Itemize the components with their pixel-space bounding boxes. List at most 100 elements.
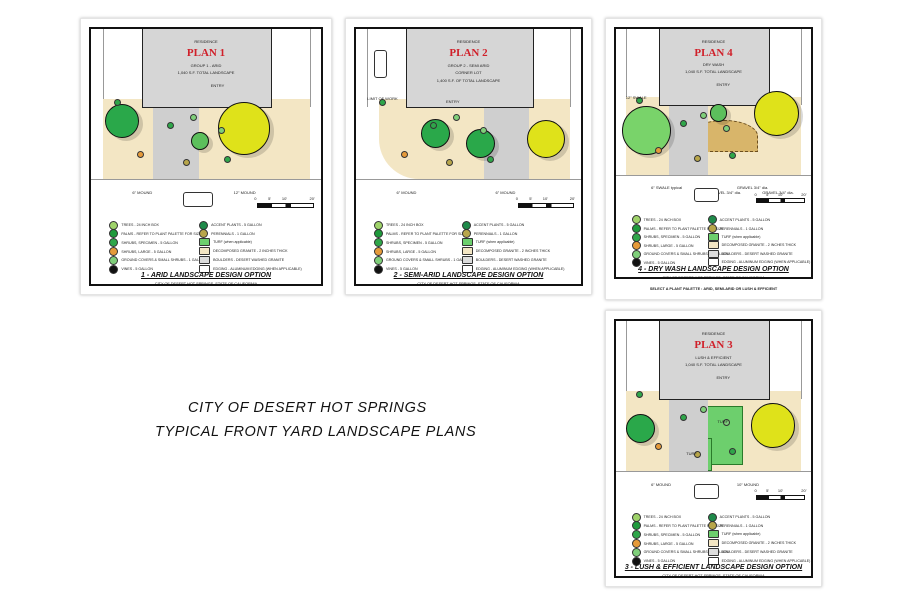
side-lot-line: [367, 29, 369, 107]
legend-item: SHRUBS, SPECIMEN - 5 GALLON: [374, 238, 443, 248]
legend-swatch-icon: [199, 238, 211, 247]
legend-swatch-icon: [631, 547, 641, 557]
shrub-icon: [452, 114, 460, 122]
legend-label: SHRUBS, LARGE - 5 GALLON: [643, 243, 694, 248]
legend-swatch-icon: [109, 238, 119, 248]
shrub-icon: [723, 124, 731, 132]
side-lot-line: [309, 29, 311, 107]
scale-tick: 0: [754, 488, 757, 494]
legend-item: PALMS - REFER TO PLANT PALETTE FOR SIZE: [374, 229, 466, 239]
shrub-icon: [486, 155, 494, 163]
shrub-icon: [694, 450, 701, 458]
street-line: [356, 179, 581, 181]
legend-label: GROUND COVERS & SMALL SHRUBS - 1 GALLON: [386, 258, 471, 263]
legend-swatch-icon: [631, 539, 641, 549]
tree-canopy-icon: [754, 90, 800, 136]
legend-label: GROUND COVERS & SMALL SHRUBS - 1 GALLON: [643, 252, 729, 257]
legend-item: TURF (when applicable): [461, 238, 515, 247]
legend-label: TREES - 24 INCH BOX: [121, 223, 159, 228]
design-option-subtitle: CITY OF DESERT HOT SPRINGS, STATE OF CAL…: [662, 275, 765, 279]
tree-canopy-icon: [709, 104, 728, 122]
legend-label: EDGING - ALUMINUM EDGING (WHEN APPLICABL…: [721, 260, 811, 265]
scale-bar: [518, 202, 574, 208]
scale-tick: 20': [801, 191, 807, 197]
legend-item: GROUND COVERS & SMALL SHRUBS - 1 GALLON: [109, 255, 206, 265]
legend-item: PERENNIALS - 1 GALLON: [707, 521, 764, 531]
legend-swatch-icon: [199, 247, 211, 256]
legend-label: SHRUBS, LARGE - 5 GALLON: [386, 249, 436, 254]
legend-item: TREES - 24 INCH BOX: [631, 512, 681, 522]
legend-swatch-icon: [199, 255, 211, 264]
legend-item: BOULDERS - DESERT WASHED GRANITE: [199, 255, 284, 264]
shrub-icon: [729, 447, 737, 455]
legend-swatch-icon: [707, 539, 719, 548]
callout-label: 6" MOUND: [132, 189, 153, 195]
plan-name: PLAN 2: [449, 47, 488, 60]
legend-label: PERENNIALS - 1 GALLON: [211, 231, 255, 236]
side-lot-line: [801, 29, 803, 105]
shrub-icon: [699, 406, 707, 414]
callout-label: 12" MOUND: [233, 189, 256, 195]
residence-label: RESIDENCE: [194, 39, 218, 45]
legend-swatch-icon: [707, 512, 717, 522]
tree-canopy-icon: [217, 102, 271, 155]
legend-item: SHRUBS, SPECIMEN - 5 GALLON: [109, 238, 178, 248]
plan-info-line: GROUP 1 - ARID: [190, 62, 222, 68]
callout-label: 6" SWALE typical: [651, 185, 683, 191]
legend-item: PALMS - REFER TO PLANT PALETTE FOR SIZE: [109, 229, 202, 239]
callout-label: 10" MOUND: [736, 481, 759, 487]
shrub-icon: [189, 114, 197, 122]
legend-label: DECOMPOSED GRANITE - 2 INCHES THICK: [721, 541, 797, 546]
plant-palette-note: SELECT A PLANT PALETTE : ARID, SEMI-ARID…: [649, 287, 778, 291]
legend-label: PERENNIALS - 1 GALLON: [473, 231, 518, 236]
legend-item: VINES - 5 GALLON: [631, 258, 675, 268]
legend-label: PERENNIALS - 1 GALLON: [719, 226, 764, 231]
legend-label: EDGING - ALUMINUM EDGING (WHEN APPLICABL…: [721, 558, 811, 563]
legend-label: PERENNIALS - 1 GALLON: [719, 523, 764, 528]
legend-swatch-icon: [631, 241, 641, 251]
legend-swatch-icon: [631, 249, 641, 259]
legend-label: PALMS - REFER TO PLANT PALETTE FOR SIZE: [121, 231, 202, 236]
legend-swatch-icon: [707, 241, 719, 250]
scale-tick: 10': [777, 488, 784, 494]
legend-label: VINES - 5 GALLON: [386, 267, 418, 272]
legend-label: ACCENT PLANTS - 5 GALLON: [719, 217, 771, 222]
legend-item: ACCENT PLANTS - 5 GALLON: [707, 512, 770, 522]
shrub-icon: [635, 97, 643, 105]
legend-label: TURF (when applicable): [721, 532, 761, 537]
scale-tick: 10': [542, 196, 548, 202]
legend-swatch-icon: [461, 220, 471, 230]
legend-swatch-icon: [461, 229, 471, 239]
residence-building: [405, 29, 534, 108]
design-option-title: 1 - ARID LANDSCAPE DESIGN OPTION: [140, 272, 272, 280]
legend-item: VINES - 5 GALLON: [109, 264, 153, 274]
scale-tick: 0: [254, 196, 257, 202]
legend-item: TREES - 24 INCH BOX: [109, 220, 159, 230]
plan-info-line: 1,040 S.F. TOTAL LANDSCAPE: [177, 70, 235, 76]
plan-info-line: 1,040 S.F. TOTAL LANDSCAPE: [685, 362, 742, 368]
callout-label: 12" SWALE: [625, 94, 647, 100]
car-icon: [183, 192, 213, 208]
legend-swatch-icon: [374, 229, 383, 239]
design-option-title: 2 - SEMI-ARID LANDSCAPE DESIGN OPTION: [393, 272, 544, 280]
tree-canopy-icon: [625, 413, 656, 443]
legend-swatch-icon: [631, 512, 641, 522]
legend-label: TREES - 24 INCH BOX: [643, 217, 682, 222]
entry-label: ENTRY: [210, 83, 225, 89]
plan-info-line: 1,040 S.F. TOTAL LANDSCAPE: [685, 69, 742, 75]
side-lot-line: [569, 29, 571, 107]
legend-swatch-icon: [199, 264, 211, 273]
entry-label: ENTRY: [446, 98, 460, 104]
legend-item: PALMS - REFER TO PLANT PALETTE FOR SIZE: [631, 521, 724, 531]
legend-item: PERENNIALS - 1 GALLON: [461, 229, 518, 239]
legend-swatch-icon: [109, 264, 119, 274]
legend-swatch-icon: [631, 521, 641, 531]
legend-swatch-icon: [631, 232, 641, 242]
scale-bar: [756, 494, 806, 500]
legend-swatch-icon: [109, 220, 119, 230]
legend-label: VINES - 5 GALLON: [643, 559, 676, 564]
